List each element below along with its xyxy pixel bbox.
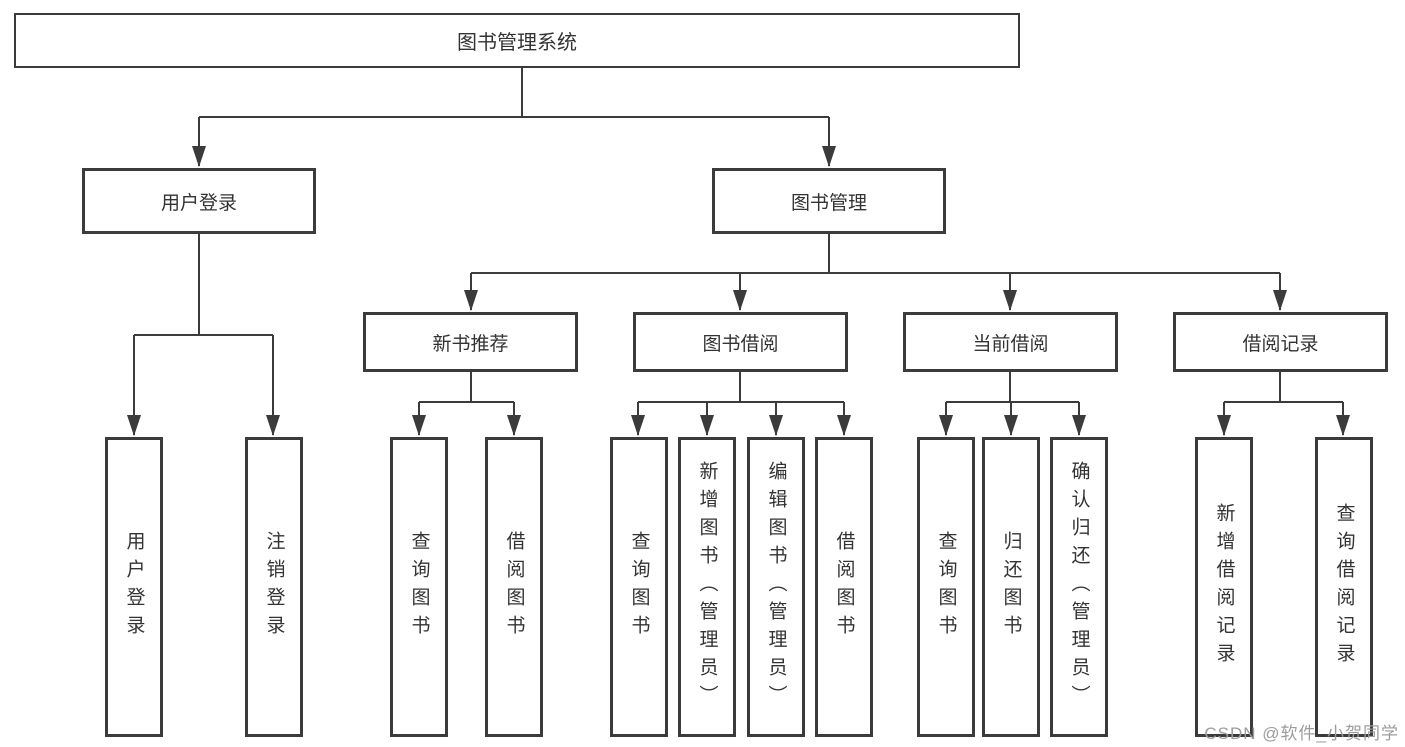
node-borrowing-records: 借阅记录 bbox=[1173, 312, 1388, 372]
node-user-login: 用户登录 bbox=[105, 437, 163, 737]
node-cb-confirm-return-admin: 确认归还（管理员） bbox=[1050, 437, 1108, 737]
node-bb-borrow-books: 借阅图书 bbox=[815, 437, 873, 737]
node-new-book-recommendation: 新书推荐 bbox=[363, 312, 578, 372]
node-current-borrowing: 当前借阅 bbox=[903, 312, 1118, 372]
node-nbr-borrow-books: 借阅图书 bbox=[485, 437, 543, 737]
node-bb-query-books: 查询图书 bbox=[610, 437, 668, 737]
node-br-query-record: 查询借阅记录 bbox=[1315, 437, 1373, 737]
node-nbr-query-books: 查询图书 bbox=[390, 437, 448, 737]
node-library-management-system: 图书管理系统 bbox=[14, 13, 1020, 68]
node-cb-query-books: 查询图书 bbox=[917, 437, 975, 737]
node-book-borrowing: 图书借阅 bbox=[633, 312, 848, 372]
csdn-watermark: CSDN @软件_小贺同学 bbox=[1204, 724, 1399, 743]
node-bb-add-books-admin: 新增图书（管理员） bbox=[678, 437, 736, 737]
node-bb-edit-books-admin: 编辑图书（管理员） bbox=[747, 437, 805, 737]
node-book-management-branch: 图书管理 bbox=[712, 168, 946, 234]
node-logout: 注销登录 bbox=[245, 437, 303, 737]
node-cb-return-books: 归还图书 bbox=[982, 437, 1040, 737]
node-br-add-record: 新增借阅记录 bbox=[1195, 437, 1253, 737]
node-user-login-branch: 用户登录 bbox=[82, 168, 316, 234]
